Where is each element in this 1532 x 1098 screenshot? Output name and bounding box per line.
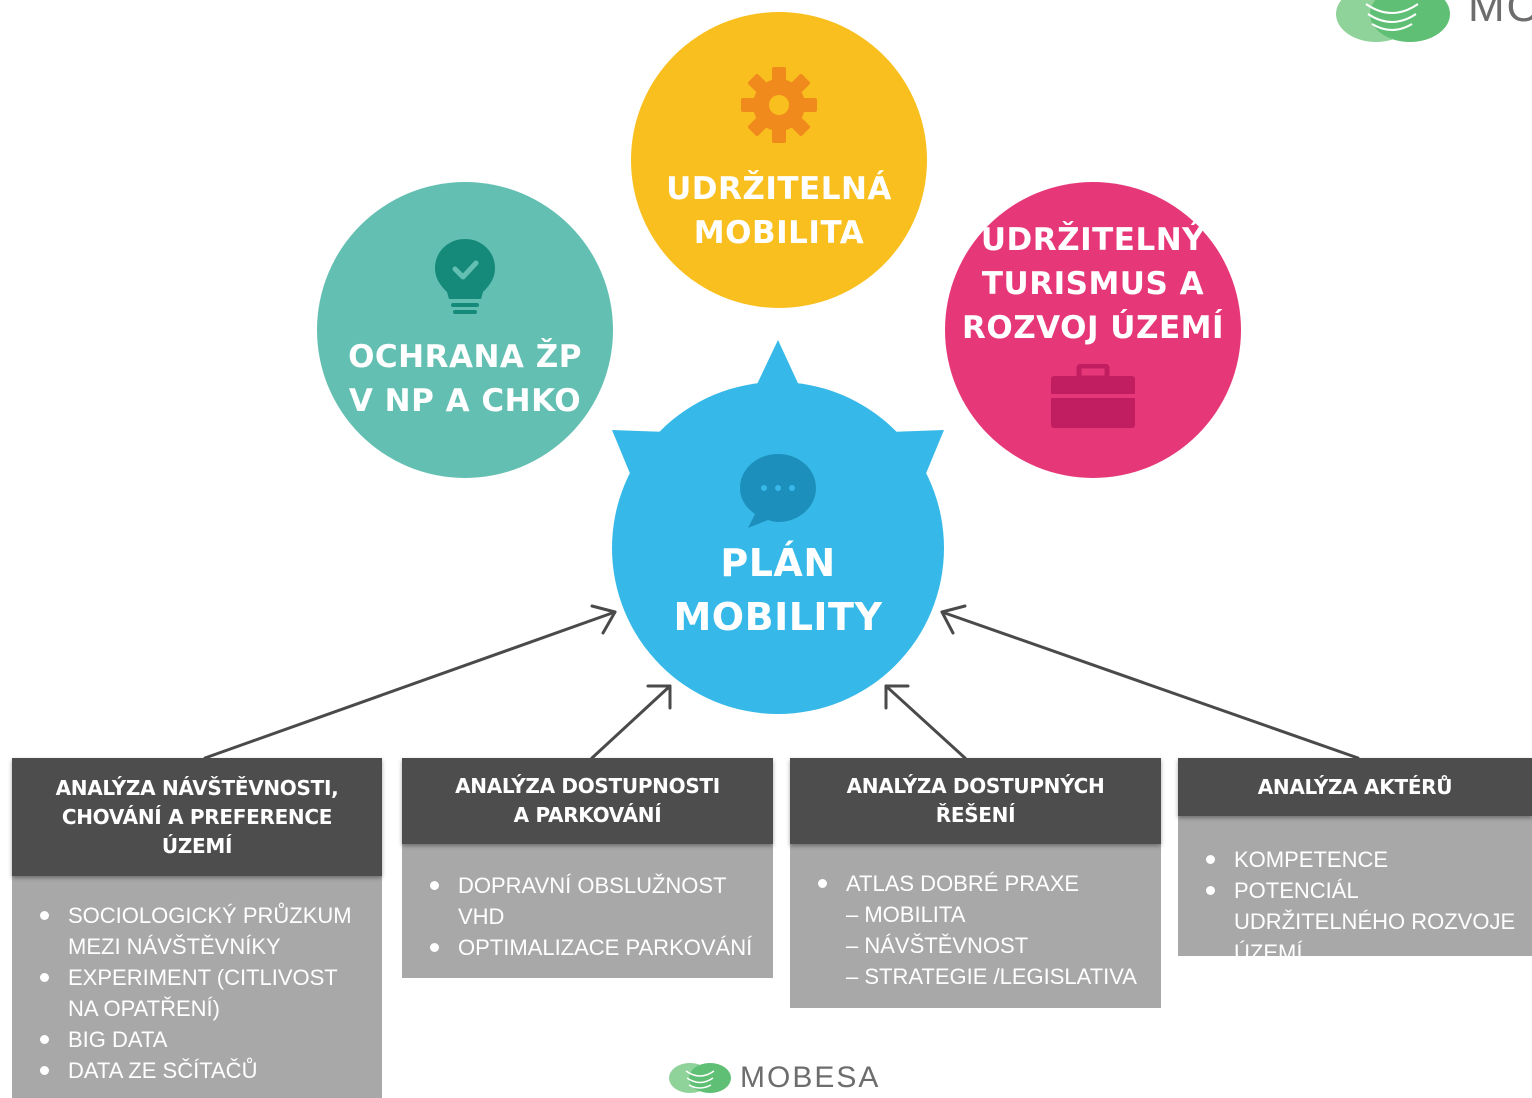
circle-pink-line2: TURISMUS A [981, 266, 1205, 302]
box-title-line: A PARKOVÁNÍ [513, 803, 662, 827]
arrow-1 [203, 610, 617, 760]
box-body: KOMPETENCE POTENCIÁL UDRŽITELNÉHO ROZVOJ… [1178, 816, 1532, 965]
speech-bubble-icon [740, 454, 816, 528]
box-body: DOPRAVNÍ OBSLUŽNOST VHD OPTIMALIZACE PAR… [402, 844, 773, 978]
mobesa-logo-bottom: MOBESA [668, 1060, 880, 1096]
arrow-3 [884, 684, 967, 760]
list-item: OPTIMALIZACE PARKOVÁNÍ [424, 932, 761, 963]
briefcase-icon [1051, 364, 1135, 428]
box-header: ANALÝZA DOSTUPNOSTI A PARKOVÁNÍ [402, 758, 773, 844]
box-actors-analysis: ANALÝZA AKTÉRŮ KOMPETENCE POTENCIÁL UDRŽ… [1178, 758, 1532, 965]
circle-green-line1: OCHRANA ŽP [348, 339, 582, 375]
arrow-1-head [590, 604, 617, 635]
list-subitem: – MOBILITA [846, 902, 966, 927]
circle-pink-line1: UDRŽITELNÝ [980, 222, 1206, 258]
box-title-line: ANALÝZA AKTÉRŮ [1257, 774, 1453, 799]
list-item: EXPERIMENT (CITLIVOST NA OPATŘENÍ) [34, 962, 370, 1024]
circle-sustainable-mobility: UDRŽITELNÁ MOBILITA [631, 12, 927, 308]
box-header: ANALÝZA AKTÉRŮ [1178, 758, 1532, 816]
box-solutions-analysis: ANALÝZA DOSTUPNÝCH ŘEŠENÍ ATLAS DOBRÉ PR… [790, 758, 1161, 1008]
circle-yellow-line1: UDRŽITELNÁ [666, 171, 892, 207]
circle-mobility-plan: PLÁN MOBILITY [612, 382, 944, 714]
box-title-line: ANALÝZA DOSTUPNÝCH [846, 774, 1105, 798]
circle-pink-line3: ROZVOJ ÚZEMÍ [961, 310, 1225, 346]
list-item: SOCIOLOGICKÝ PRŮZKUM MEZI NÁVŠTĚVNÍKY [34, 900, 370, 962]
list-item: BIG DATA [34, 1024, 370, 1055]
circle-sustainable-tourism: UDRŽITELNÝ TURISMUS A ROZVOJ ÚZEMÍ [945, 182, 1241, 478]
box-title-line: ANALÝZA DOSTUPNOSTI [455, 774, 720, 798]
list-subitem: – STRATEGIE /LEGISLATIVA [846, 964, 1137, 989]
arrow-4-head [940, 604, 967, 635]
list-subitem: – NÁVŠTĚVNOST [846, 933, 1029, 958]
list-item: KOMPETENCE [1200, 844, 1520, 875]
gear-icon [741, 67, 817, 143]
list-item: DATA ZE SČÍTAČŮ [34, 1055, 370, 1086]
box-body: ATLAS DOBRÉ PRAXE – MOBILITA – NÁVŠTĚVNO… [790, 844, 1161, 1008]
box-body: SOCIOLOGICKÝ PRŮZKUM MEZI NÁVŠTĚVNÍKY EX… [12, 876, 382, 1098]
arrow-2-head [646, 684, 672, 710]
leaf-logo-icon [1336, 0, 1450, 42]
arrow-2 [590, 684, 672, 760]
box-accessibility-analysis: ANALÝZA DOSTUPNOSTI A PARKOVÁNÍ DOPRAVNÍ… [402, 758, 773, 978]
mobesa-logo-top: MO [1336, 0, 1532, 44]
list-item: DOPRAVNÍ OBSLUŽNOST VHD [424, 870, 761, 932]
arrow-4 [940, 610, 1360, 760]
box-header: ANALÝZA DOSTUPNÝCH ŘEŠENÍ [790, 758, 1161, 844]
box-title-line: ANALÝZA NÁVŠTĚVNOSTI, [55, 775, 339, 800]
circle-center-line2: MOBILITY [673, 595, 883, 639]
box-title-line: ÚZEMÍ [161, 833, 233, 858]
box-title-line: CHOVÁNÍ A PREFERENCE [61, 804, 333, 829]
circle-environment-protection: OCHRANA ŽP V NP A CHKO [317, 182, 613, 478]
leaf-logo-icon [669, 1063, 731, 1093]
circle-green-line2: V NP A CHKO [348, 383, 582, 419]
box-title-line: ŘEŠENÍ [935, 803, 1016, 827]
circle-center-line1: PLÁN [720, 541, 836, 585]
box-visitor-analysis: ANALÝZA NÁVŠTĚVNOSTI, CHOVÁNÍ A PREFEREN… [12, 758, 382, 1098]
logo-text-top: MO [1468, 0, 1532, 31]
list-item: ATLAS DOBRÉ PRAXE [812, 868, 1149, 899]
logo-text-bottom: MOBESA [740, 1061, 881, 1094]
arrow-3-head [884, 684, 910, 710]
lightbulb-icon [435, 239, 495, 314]
list-item: POTENCIÁL UDRŽITELNÉHO ROZVOJE ÚZEMÍ [1200, 875, 1520, 968]
box-header: ANALÝZA NÁVŠTĚVNOSTI, CHOVÁNÍ A PREFEREN… [12, 758, 382, 876]
circle-yellow-line2: MOBILITA [693, 215, 865, 251]
